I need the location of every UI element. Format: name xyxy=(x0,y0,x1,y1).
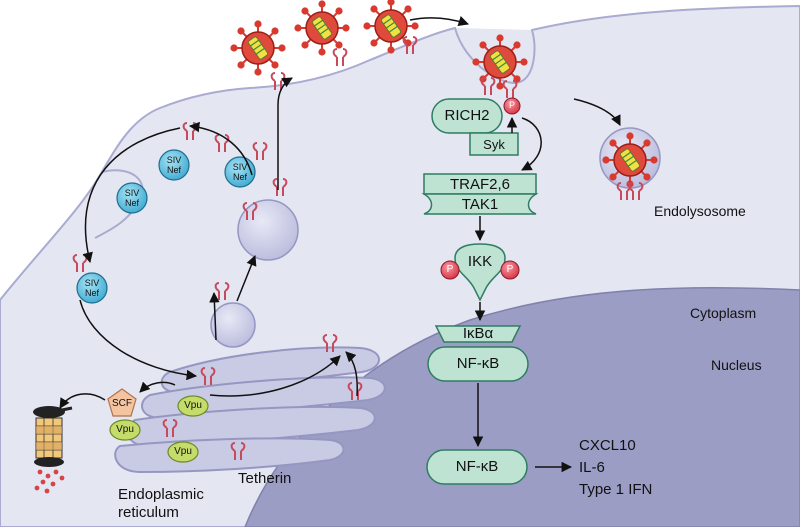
er-label-line1: Endoplasmic xyxy=(118,486,204,503)
ikba-node xyxy=(434,325,522,343)
tak1-node xyxy=(421,193,539,215)
phospho-groups xyxy=(440,97,521,280)
ikk-label: IKK xyxy=(467,253,493,270)
vesicle-large xyxy=(237,199,299,261)
cytoplasm-label: Cytoplasm xyxy=(690,305,757,321)
vpu-label-1: Vpu xyxy=(184,400,202,411)
endolysosome-label: Endolysosome xyxy=(654,203,746,219)
nfkb-nucleus-node xyxy=(426,449,528,485)
arrows xyxy=(59,16,621,473)
virion-3 xyxy=(363,0,419,54)
vesicle-small xyxy=(210,302,256,348)
rich2-node xyxy=(431,98,503,134)
syk-label: Syk xyxy=(483,137,505,152)
phospho-label-syk: P xyxy=(508,100,515,110)
er-label-line2: reticulum xyxy=(118,504,179,521)
virion-2 xyxy=(294,0,350,56)
tak1-label: TAK1 xyxy=(461,196,499,213)
nfkb-nucleus-label: NF-κB xyxy=(455,458,499,475)
signaling-nodes xyxy=(421,98,539,485)
nfkb-node xyxy=(427,346,529,382)
endoplasmic-reticulum xyxy=(114,346,386,474)
phospho-label-ikk-left: P xyxy=(446,264,454,275)
output-il6: IL-6 xyxy=(579,459,605,476)
nucleus-label: Nucleus xyxy=(711,357,762,373)
output-cxcl10: CXCL10 xyxy=(579,437,636,454)
ikk-node xyxy=(454,243,506,302)
phospho-label-ikk-right: P xyxy=(506,264,514,275)
vpu-label-2: Vpu xyxy=(116,424,134,435)
output-type1-ifn: Type 1 IFN xyxy=(579,481,653,498)
scf-complex xyxy=(107,388,137,417)
ikba-label: IκBα xyxy=(462,325,494,342)
vpu-proteins xyxy=(109,395,209,463)
syk-node xyxy=(469,132,519,156)
virion-endolysosome xyxy=(602,132,658,188)
tetherin-label: Tetherin xyxy=(238,470,292,487)
scf-label: SCF xyxy=(112,398,132,409)
proteasome-icon xyxy=(33,406,73,494)
vpu-label-3: Vpu xyxy=(174,446,192,457)
nfkb-label: NF-κB xyxy=(456,355,500,372)
virion-1 xyxy=(230,20,286,76)
traf-label: TRAF2,6 xyxy=(449,176,510,193)
rich2-label: RICH2 xyxy=(444,107,490,124)
